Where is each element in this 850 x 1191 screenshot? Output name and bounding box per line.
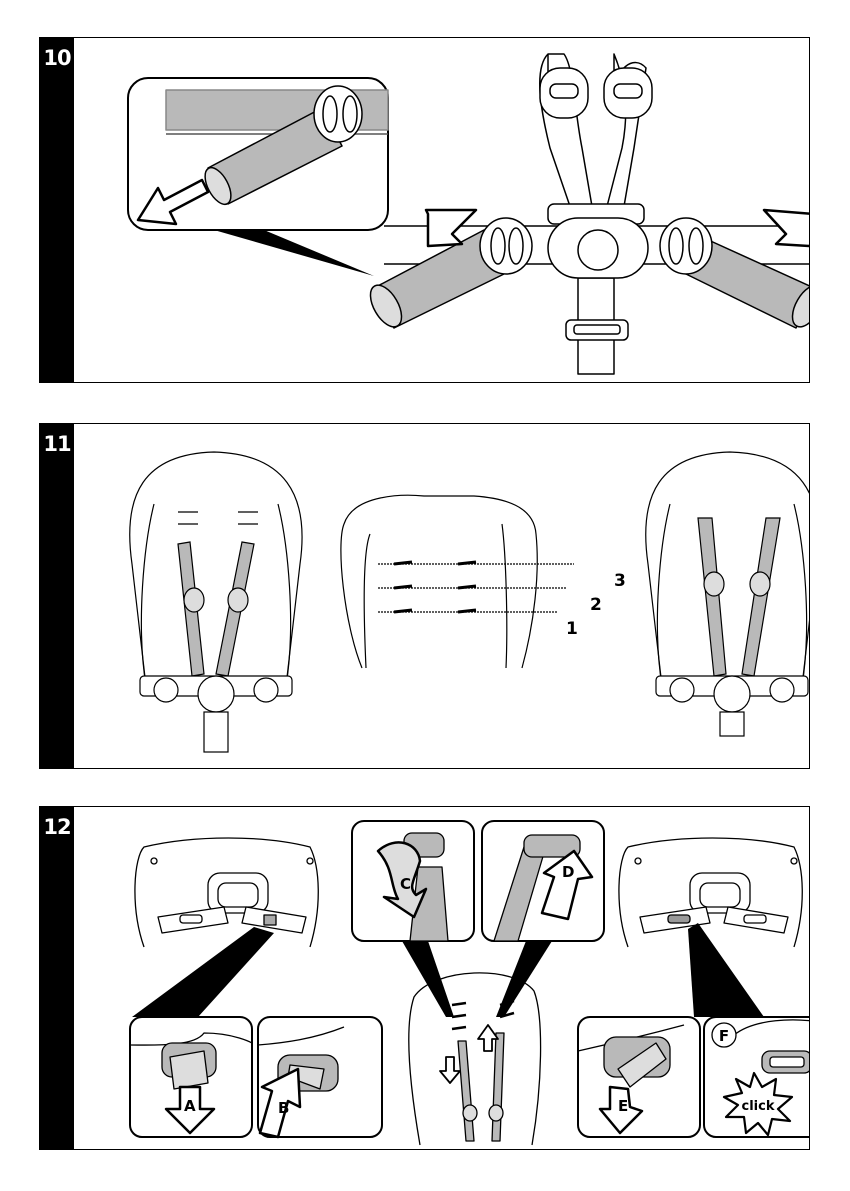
arrow-icon — [440, 1057, 460, 1083]
inset-c: C — [352, 821, 474, 941]
step-11-illustration: 3 2 1 — [74, 424, 809, 767]
step-10-panel: 10 — [39, 37, 810, 383]
inset-a: A — [130, 1017, 252, 1137]
zoom-pointer — [688, 923, 764, 1017]
step-number: 11 — [40, 432, 74, 456]
zoom-pointer — [402, 941, 454, 1017]
step-number: 10 — [40, 46, 74, 70]
zoom-pointer — [132, 927, 274, 1017]
callout-a: A — [184, 1097, 196, 1115]
step-12-panel: 12 A B — [39, 806, 810, 1150]
click-label: click — [742, 1099, 775, 1114]
inset-b: B — [258, 1017, 382, 1137]
arrow-icon — [764, 210, 809, 246]
zoom-pointer — [214, 230, 374, 276]
seat-rear-left — [135, 838, 318, 947]
callout-e: E — [618, 1097, 628, 1115]
callout-d: D — [562, 863, 574, 881]
step-number-bar — [40, 38, 74, 382]
inset-e: E — [578, 1017, 700, 1137]
height-label-2: 2 — [590, 595, 602, 615]
inset-f: F click — [704, 1017, 809, 1137]
seat-back-middle — [341, 495, 574, 668]
height-label-3: 3 — [614, 571, 626, 591]
step-12-illustration: A B C D — [74, 807, 809, 1148]
step-number-bar — [40, 807, 74, 1149]
callout-b: B — [278, 1099, 289, 1117]
callout-f: F — [719, 1027, 729, 1045]
seat-back-left — [130, 452, 302, 752]
zoom-pointer — [496, 941, 552, 1017]
seat-rear-right — [619, 838, 802, 947]
step-number: 12 — [40, 815, 74, 839]
step-10-illustration — [74, 38, 809, 381]
callout-c: C — [400, 875, 411, 893]
seat-back-right — [646, 452, 809, 736]
seat-back-middle — [409, 973, 541, 1145]
height-label-1: 1 — [566, 619, 578, 639]
inset-d: D — [482, 821, 604, 941]
zoom-inset — [128, 78, 388, 276]
step-11-panel: 11 — [39, 423, 810, 769]
step-number-bar — [40, 424, 74, 768]
